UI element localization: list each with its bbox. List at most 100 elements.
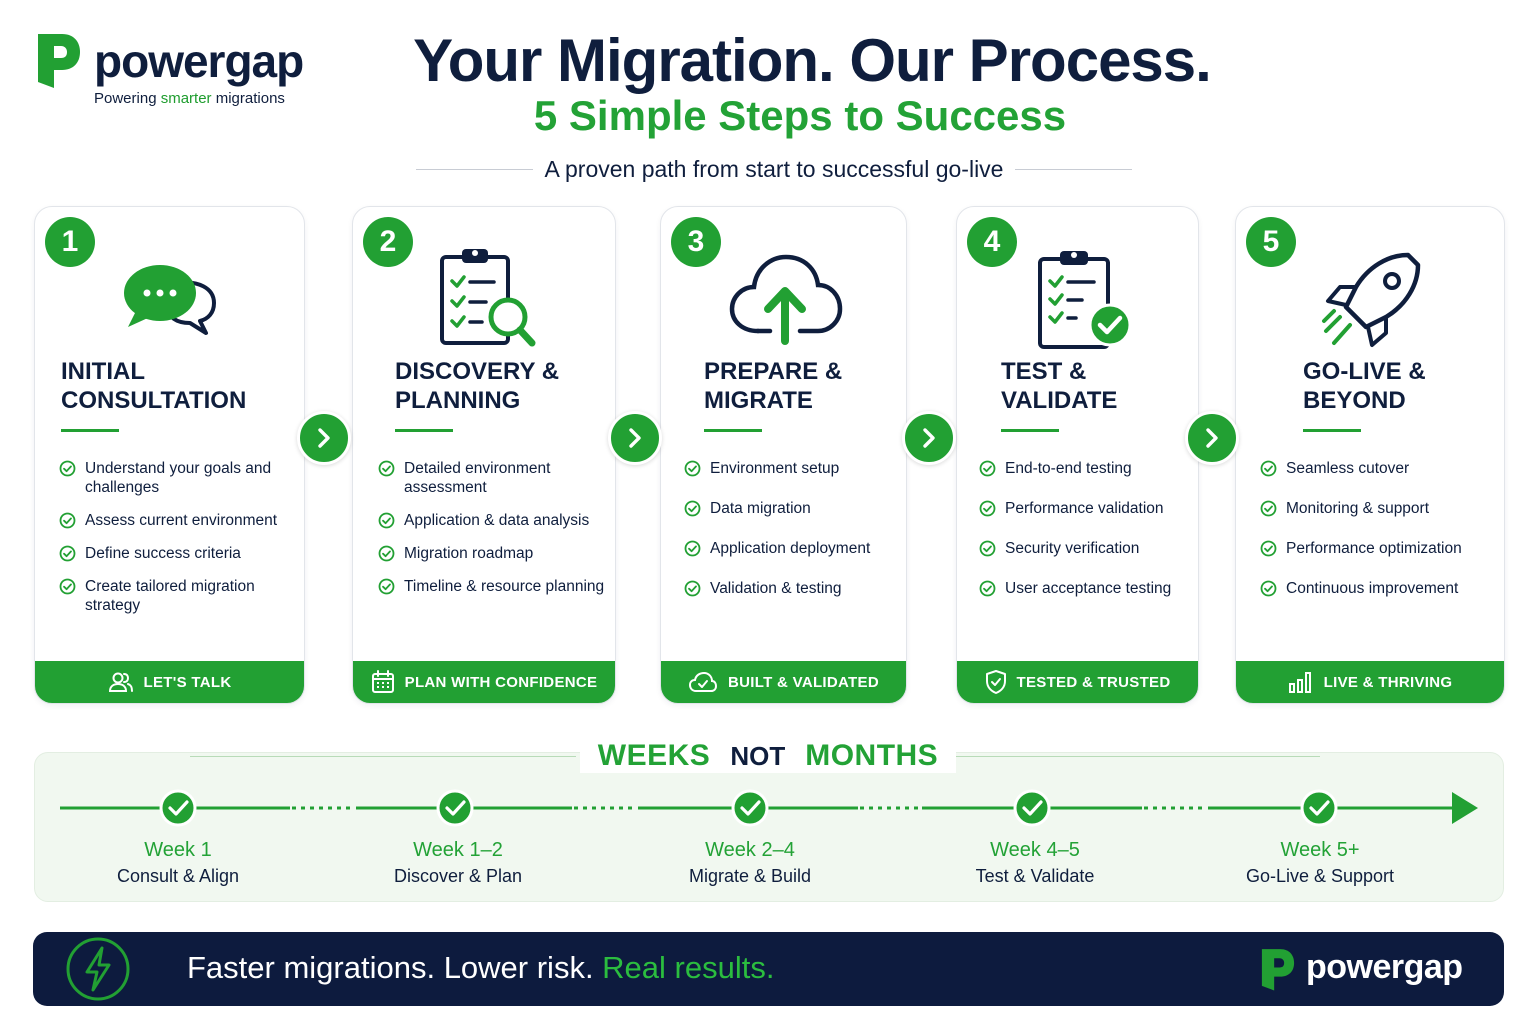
step-cta-label: TESTED & TRUSTED: [1016, 673, 1171, 691]
check-circle-icon: [378, 578, 395, 595]
check-circle-icon: [684, 540, 701, 557]
check-circle-icon: [378, 545, 395, 562]
milestone-week: Week 1: [144, 839, 212, 861]
chevron-right-icon: [318, 428, 330, 448]
step-cta-band[interactable]: TESTED & TRUSTED: [957, 661, 1198, 703]
timeline-node: [731, 789, 769, 827]
chevron-right-icon: [629, 428, 641, 448]
title-underline: [1303, 429, 1361, 432]
brand-tagline: Powering smarter migrations: [94, 90, 285, 107]
step-number-badge: 3: [671, 217, 721, 267]
milestone-week: Week 2–4: [705, 839, 795, 861]
page-tagline-row: A proven path from start to successful g…: [416, 154, 1132, 184]
step-item: User acceptance testing: [979, 579, 1188, 598]
step-title: GO-LIVE &BEYOND: [1303, 358, 1426, 414]
step-cta-band[interactable]: LET'S TALK: [35, 661, 304, 703]
lightning-bolt-icon: [66, 937, 130, 1001]
check-circle-icon: [59, 460, 76, 477]
step-title: PREPARE &MIGRATE: [704, 358, 843, 414]
step-item: Application deployment: [684, 539, 896, 558]
footer-message: Faster migrations. Lower risk. Real resu…: [187, 950, 775, 985]
milestone-week: Week 1–2: [413, 839, 503, 861]
step-cta-band[interactable]: PLAN WITH CONFIDENCE: [353, 661, 615, 703]
step-item: Assess current environment: [59, 511, 294, 530]
step-item: Migration roadmap: [378, 544, 605, 563]
title-underline: [395, 429, 453, 432]
brand-name: powergap: [94, 35, 304, 87]
step-item: Continuous improvement: [1260, 579, 1494, 598]
step-item: Security verification: [979, 539, 1188, 558]
check-circle-icon: [378, 460, 395, 477]
next-arrow-3[interactable]: [902, 411, 956, 465]
step-item: Performance optimization: [1260, 539, 1494, 558]
step-number-badge: 2: [363, 217, 413, 267]
title-underline: [61, 429, 119, 432]
check-circle-icon: [59, 545, 76, 562]
check-circle-icon: [1260, 460, 1277, 477]
timeline-milestone-5: Week 5+ Go-Live & Support: [1210, 838, 1430, 888]
footer-banner: Faster migrations. Lower risk. Real resu…: [33, 932, 1504, 1006]
cloud-check-icon: [688, 671, 718, 693]
next-arrow-1[interactable]: [297, 411, 351, 465]
step-cta-label: LET'S TALK: [143, 673, 232, 691]
timeline-heading-not: NOT: [730, 741, 786, 771]
divider: [1015, 168, 1132, 170]
title-underline: [1001, 429, 1059, 432]
footer-brand-name: powergap: [1306, 948, 1463, 986]
milestone-week: Week 5+: [1280, 839, 1360, 861]
step-item: Application & data analysis: [378, 511, 605, 530]
timeline-arrowhead: [1452, 792, 1478, 824]
shield-check-icon: [985, 669, 1007, 695]
step-cta-band[interactable]: LIVE & THRIVING: [1236, 661, 1504, 703]
next-arrow-4[interactable]: [1185, 411, 1239, 465]
timeline-node: [1013, 789, 1051, 827]
footer-logo[interactable]: powergap: [1260, 946, 1463, 992]
check-circle-icon: [684, 500, 701, 517]
step-item: Define success criteria: [59, 544, 294, 563]
page-tagline: A proven path from start to successful g…: [544, 155, 1004, 182]
check-circle-icon: [979, 540, 996, 557]
check-circle-icon: [979, 500, 996, 517]
step-item: Environment setup: [684, 459, 896, 478]
step-cta-label: PLAN WITH CONFIDENCE: [404, 673, 598, 691]
step-item: Understand your goals and challenges: [59, 459, 294, 497]
step-item: Detailed environment assessment: [378, 459, 605, 497]
clipboard-check-icon: [957, 243, 1198, 353]
step-item: End-to-end testing: [979, 459, 1188, 478]
milestone-desc: Test & Validate: [975, 866, 1095, 886]
step-cta-band[interactable]: BUILT & VALIDATED: [661, 661, 906, 703]
check-circle-icon: [1260, 540, 1277, 557]
step-title: DISCOVERY &PLANNING: [395, 358, 560, 414]
chevron-right-icon: [1206, 428, 1218, 448]
title-underline: [704, 429, 762, 432]
step-cta-label: LIVE & THRIVING: [1323, 673, 1453, 691]
step-item: Data migration: [684, 499, 896, 518]
check-circle-icon: [979, 580, 996, 597]
timeline-node: [159, 789, 197, 827]
milestone-desc: Go-Live & Support: [1245, 866, 1395, 886]
chat-bubbles-icon: [35, 243, 304, 353]
calendar-icon: [371, 670, 395, 694]
check-circle-icon: [59, 578, 76, 595]
check-circle-icon: [1260, 500, 1277, 517]
timeline-panel: [34, 752, 1504, 902]
step-number-badge: 5: [1246, 217, 1296, 267]
step-number-badge: 4: [967, 217, 1017, 267]
users-icon: [108, 671, 134, 693]
step-item: Create tailored migration strategy: [59, 577, 294, 615]
step-item: Monitoring & support: [1260, 499, 1494, 518]
next-arrow-2[interactable]: [608, 411, 662, 465]
